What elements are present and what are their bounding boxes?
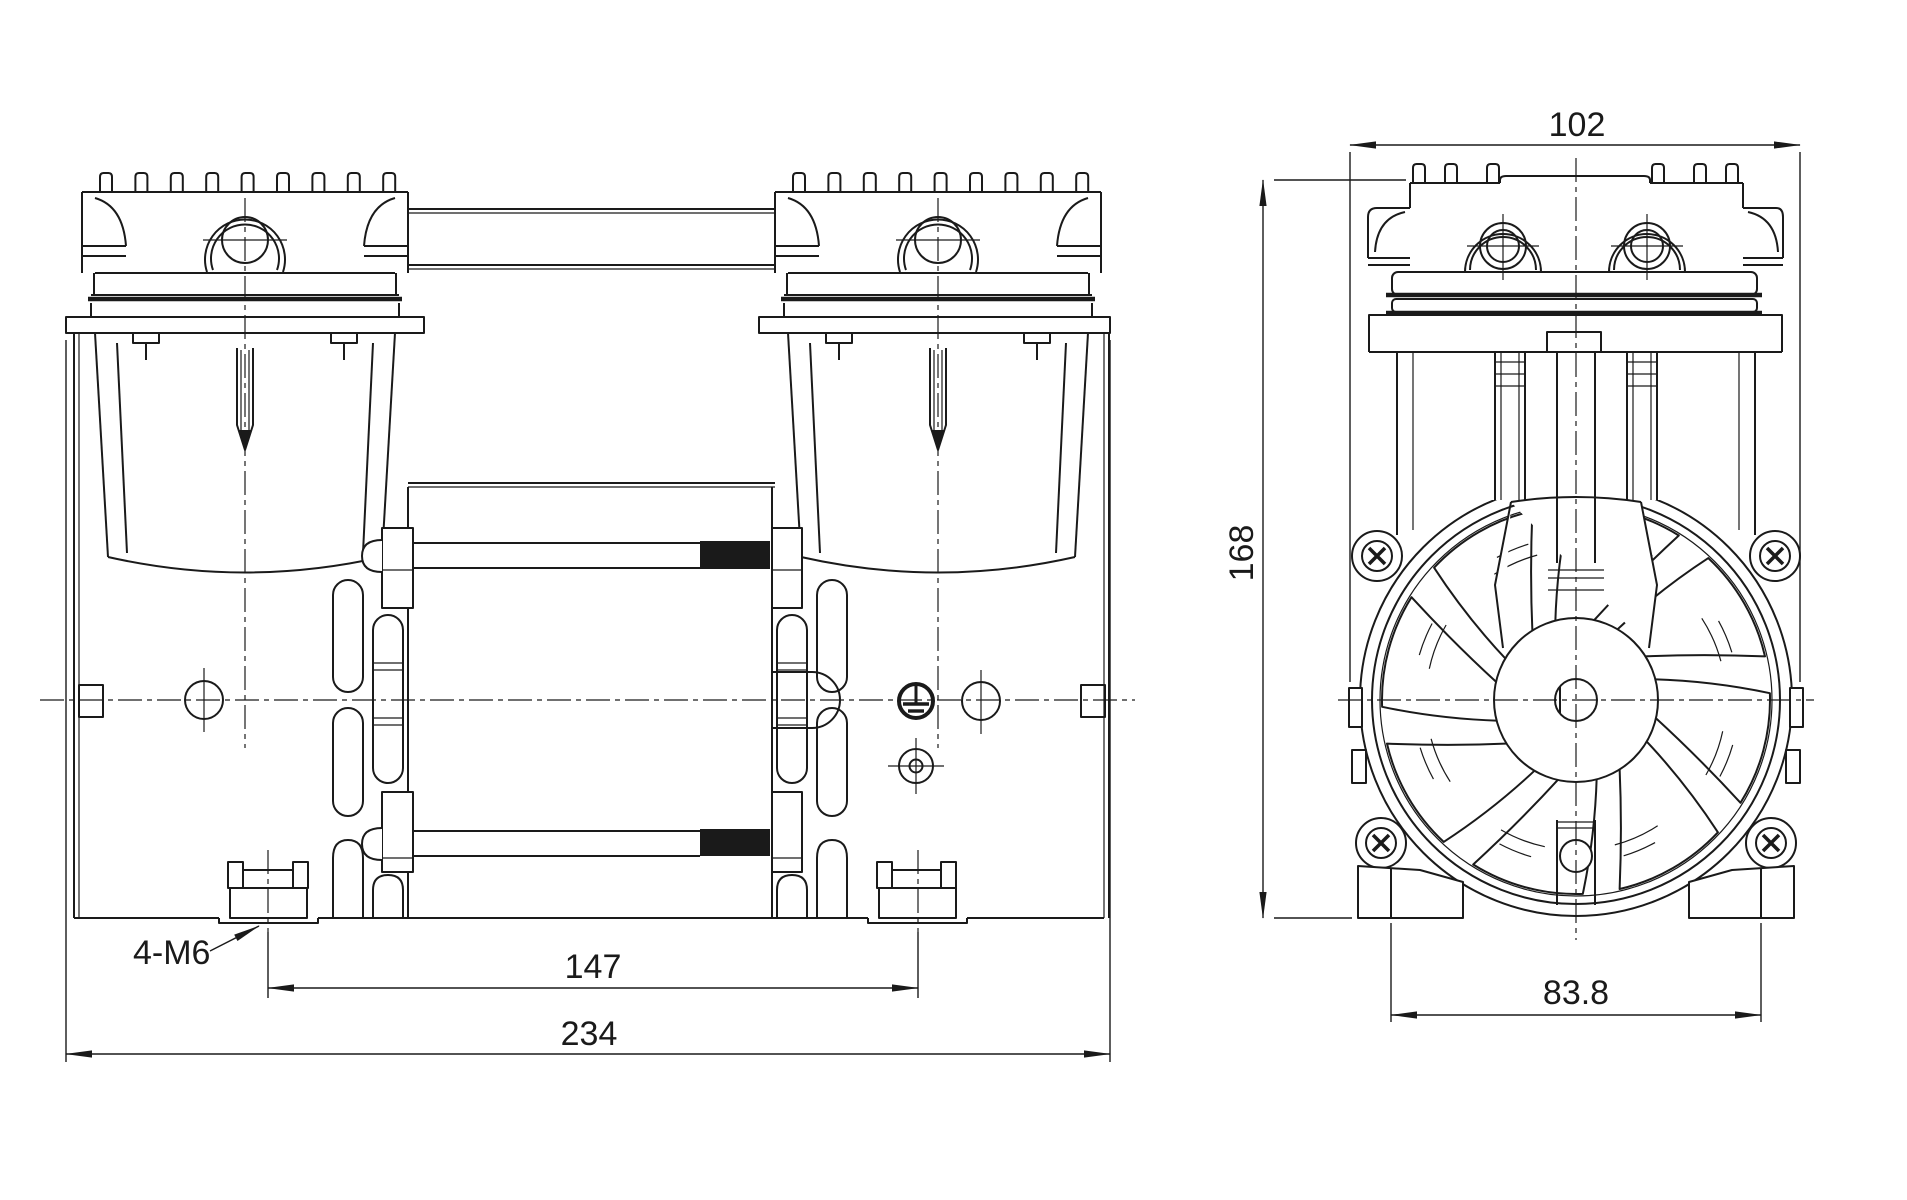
cylinder-column (1490, 331, 1662, 649)
port-right (1611, 214, 1683, 280)
dimension-annotations: 234 147 4-M6 102 168 83.8 (65, 106, 1801, 1062)
dim-front-overall-width: 234 (561, 1015, 618, 1053)
thread-callout-label: 4-M6 (133, 934, 210, 972)
side-body-walls (1396, 352, 1756, 535)
side-view (1338, 158, 1814, 940)
thread-section (700, 541, 770, 569)
head-connecting-rails (408, 208, 775, 270)
pilot-hole (888, 738, 944, 794)
screw-top-right (1748, 529, 1802, 583)
tie-rod-lower (361, 791, 803, 873)
wall-boss-left (78, 684, 104, 718)
screw-top-left (1350, 529, 1404, 583)
screw-bottom-right (1744, 816, 1798, 870)
tie-rod-upper (361, 527, 803, 609)
port-left (1467, 214, 1539, 280)
shroud-bottom-boss (1556, 820, 1596, 905)
side-foot-right (1688, 865, 1795, 919)
side-foot-left (1357, 865, 1464, 919)
dim-side-overall-height: 168 (1223, 525, 1261, 582)
head-flanges (65, 316, 1111, 334)
side-tabs (1348, 687, 1804, 784)
thread-section (700, 829, 770, 856)
thread-callout-leader (209, 925, 260, 952)
dim-front-foot-span: 147 (565, 948, 622, 986)
side-head-cap (1367, 163, 1784, 280)
wall-boss-right (1080, 684, 1106, 718)
vent-slots-left (332, 579, 404, 917)
ground-symbol (897, 682, 935, 720)
mounting-foot-left (227, 850, 309, 932)
dim-side-foot-span: 83.8 (1543, 974, 1609, 1012)
front-view (40, 173, 1135, 932)
mounting-foot-right (876, 850, 957, 932)
side-plate-stack (1368, 271, 1783, 353)
dim-side-overall-width: 102 (1549, 106, 1606, 144)
screw-bottom-left (1354, 816, 1408, 870)
terminal-hole (961, 670, 1001, 734)
